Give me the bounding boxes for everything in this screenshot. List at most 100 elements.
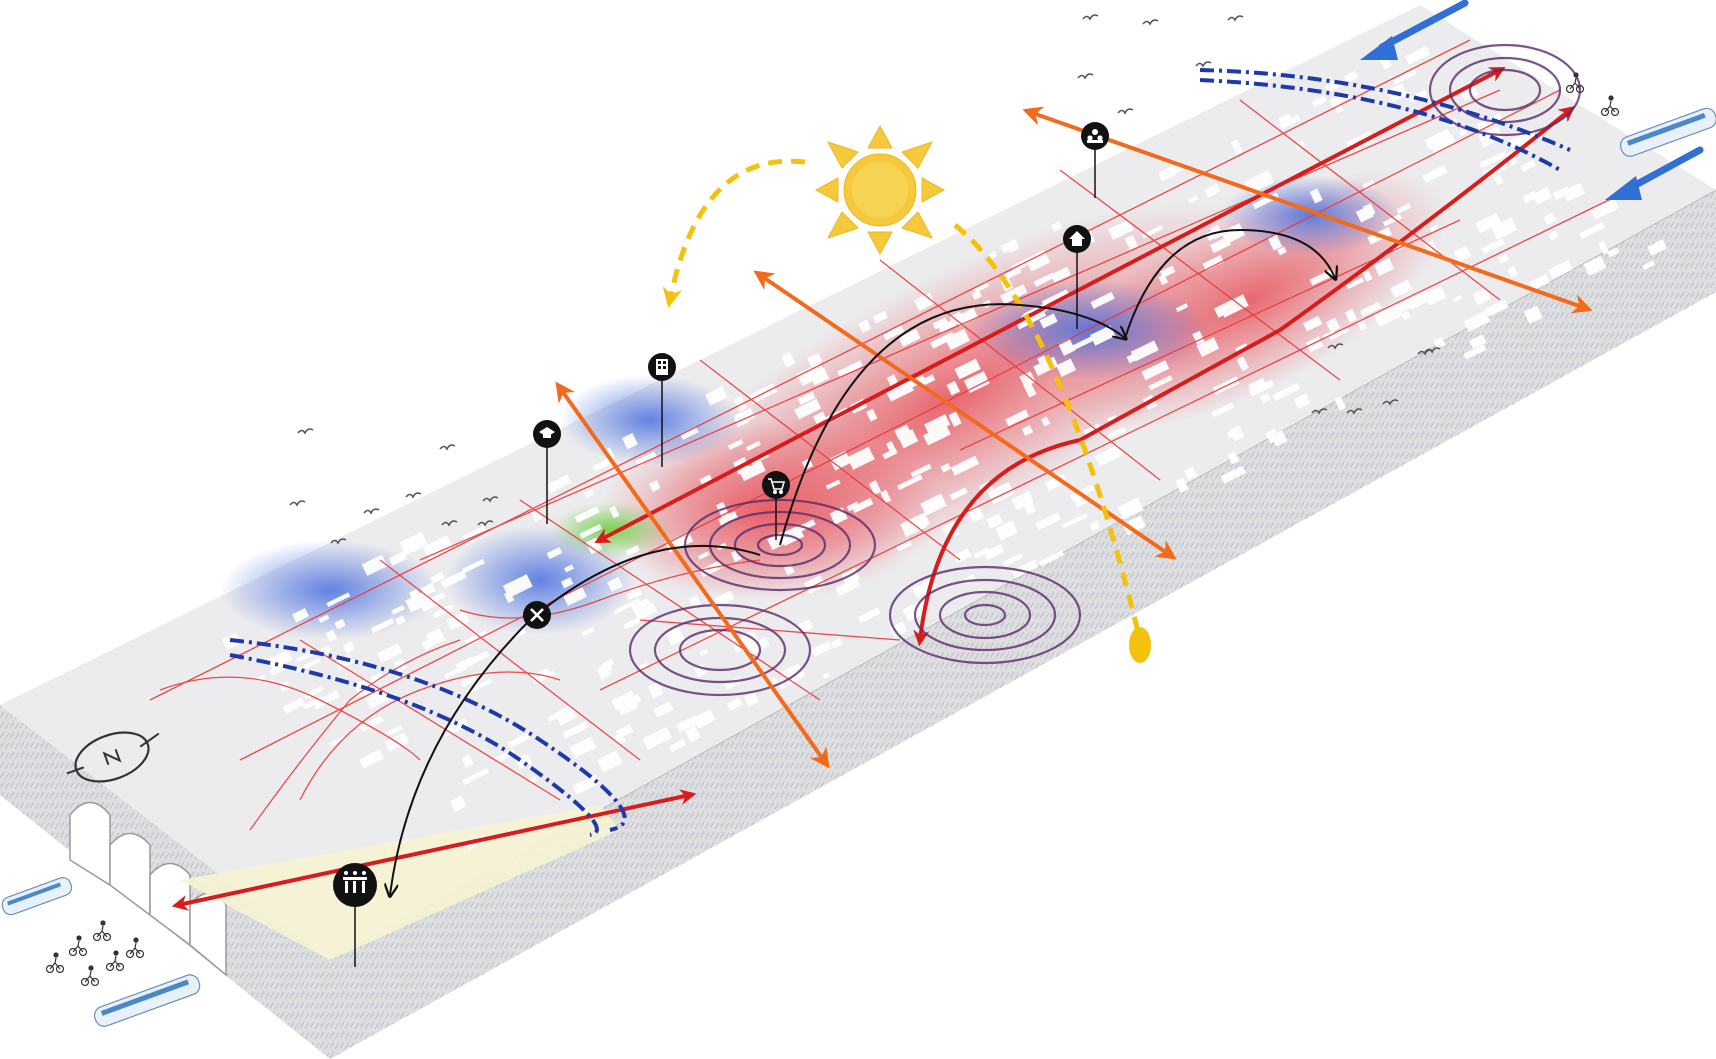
building-footprint — [405, 590, 432, 613]
building-footprint — [507, 732, 531, 749]
shopping-cart-icon — [768, 478, 786, 495]
compass-icon — [66, 731, 160, 783]
trains — [1, 107, 1716, 1027]
building-footprint — [432, 604, 455, 619]
building-footprint — [1647, 239, 1668, 256]
cyclists — [45, 72, 1620, 987]
building-footprint — [383, 724, 404, 738]
green-zone — [550, 502, 670, 558]
sun-path-endpoint — [1129, 627, 1151, 663]
building-footprint — [462, 768, 490, 785]
house-pin — [1063, 225, 1091, 329]
building-footprint — [365, 690, 390, 709]
wind-arrow-east — [1626, 146, 1704, 192]
residential-zone-3 — [560, 375, 740, 465]
bird-icon — [482, 496, 499, 503]
building-footprint — [312, 696, 325, 710]
building-footprint — [514, 628, 527, 638]
building-footprint — [303, 686, 324, 699]
school-pin — [533, 420, 561, 524]
building-footprint — [1642, 260, 1655, 270]
cyclist-icon — [125, 937, 145, 959]
building-footprint — [359, 749, 385, 769]
building-footprint — [325, 629, 338, 643]
node-ring-east — [888, 565, 1082, 665]
train-icon — [1, 877, 73, 916]
cyclist-icon — [80, 965, 100, 987]
bird-icon — [1382, 399, 1399, 406]
bird-icon — [1082, 14, 1099, 21]
bird-icon — [477, 520, 494, 527]
building-footprint — [1404, 45, 1431, 65]
building-footprint — [835, 577, 861, 597]
sun-path — [662, 158, 1143, 641]
building-footprint — [440, 570, 467, 589]
wind-arrows — [1360, 0, 1704, 200]
office-building-icon — [656, 359, 668, 375]
building-footprint — [409, 588, 421, 601]
building-footprint — [425, 628, 446, 647]
cyclist-icon — [105, 950, 125, 972]
bird-icon — [1195, 61, 1212, 68]
train-icon — [93, 974, 201, 1027]
building-footprint — [889, 621, 908, 638]
building-footprint — [334, 618, 346, 630]
building-footprint — [388, 551, 408, 566]
building-footprint — [295, 657, 321, 673]
cyclist-icon — [92, 920, 112, 942]
building-footprint — [428, 592, 446, 605]
bird-icon — [1142, 19, 1159, 26]
building-footprint — [370, 617, 395, 634]
building-footprint — [318, 614, 330, 624]
cyclist-icon — [1565, 72, 1585, 94]
shopping-pin — [762, 471, 790, 540]
sun-icon — [814, 124, 946, 256]
school-icon — [539, 427, 555, 438]
bird-icon — [441, 520, 458, 527]
gateway-pin — [333, 863, 377, 967]
building-footprint — [441, 718, 469, 737]
building-footprint — [429, 571, 445, 584]
building-footprint — [1598, 240, 1609, 255]
building-footprint — [326, 592, 351, 607]
bird-icon — [1424, 347, 1441, 354]
bird-icon — [330, 538, 347, 545]
bird-icon — [1327, 343, 1344, 350]
building-footprint — [462, 558, 485, 574]
building-footprint — [391, 604, 405, 615]
building-footprint — [502, 574, 533, 599]
bird-icon — [289, 500, 306, 507]
bird-icon — [1346, 408, 1363, 415]
building-footprint — [830, 638, 843, 649]
train-icon — [1619, 107, 1716, 157]
cyclist-icon — [1600, 95, 1620, 117]
building-footprint — [515, 753, 533, 769]
bird-icon — [1227, 15, 1244, 22]
building-footprint — [395, 615, 406, 626]
bird-icon — [1117, 108, 1134, 115]
building-footprint — [466, 678, 493, 694]
bird-icon — [297, 428, 314, 435]
building-footprint — [1607, 247, 1620, 258]
building-footprint — [461, 754, 474, 768]
cyclist-icon — [68, 935, 88, 957]
building-footprint — [460, 674, 477, 688]
wind-arrow-north — [1378, 0, 1469, 51]
building-footprint — [359, 715, 384, 732]
building-footprint — [282, 697, 306, 714]
building-footprint — [399, 531, 428, 556]
building-footprint — [319, 690, 340, 706]
building-footprint — [328, 736, 346, 747]
birds — [289, 14, 1441, 545]
building-footprint — [268, 649, 293, 670]
community-pin — [1081, 122, 1109, 198]
bird-icon — [363, 508, 380, 515]
poi-pins — [333, 122, 1109, 967]
building-footprint — [320, 645, 332, 655]
cyclist-icon — [45, 952, 65, 974]
gateway-icon — [343, 871, 367, 893]
building-footprint — [857, 607, 881, 624]
building-footprint — [1590, 198, 1619, 220]
